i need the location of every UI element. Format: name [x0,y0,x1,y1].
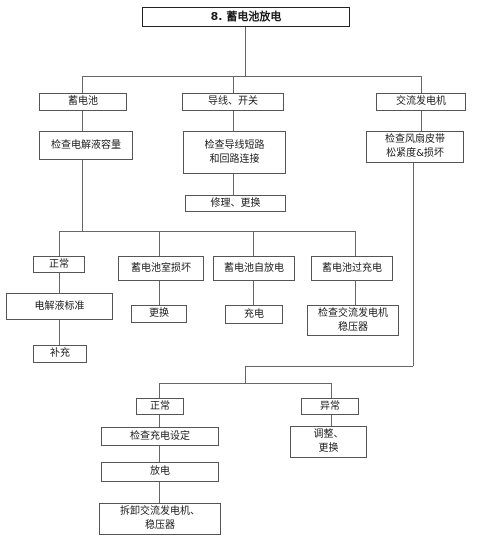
node-remove-alternator-regulator: 拆卸交流发电机、 稳压器 [99,503,221,535]
node-check-wire-short: 检查导线短路 和回路连接 [183,131,286,174]
connector [331,383,332,398]
connector [159,383,160,398]
connector [59,320,60,345]
node-repair-replace: 修理、更换 [185,195,286,212]
node-charge: 充电 [225,305,283,324]
node-check-charge-setting: 检查充电设定 [101,427,219,446]
connector [245,366,246,383]
node-check-electrolyte: 检查电解液容量 [39,131,133,160]
connector [253,231,254,256]
connector [159,415,160,427]
connector [421,76,422,93]
connector [82,76,421,77]
connector [233,76,234,93]
node-alternator: 交流发电机 [376,93,466,111]
connector [245,366,413,367]
connector [233,174,234,195]
node-battery-overcharge: 蓄电池过充电 [311,256,393,281]
node-electrolyte-standard: 电解液标准 [6,293,113,320]
connector [159,482,160,503]
node-wire-switch: 导线、开关 [182,93,284,111]
node-discharge: 放电 [101,462,219,482]
connector [59,273,60,293]
connector [245,26,246,76]
node-normal-1: 正常 [33,256,85,273]
connector [82,76,83,93]
connector [82,111,83,131]
connector [82,160,83,231]
connector [233,111,234,131]
node-battery: 蓄电池 [39,93,127,111]
connector [355,231,356,256]
node-adjust-replace: 调整、 更换 [290,426,367,458]
connector [159,281,160,305]
node-abnormal: 异常 [301,398,359,415]
connector [159,231,160,256]
connector [421,111,422,131]
connector [59,231,60,256]
connector [413,160,414,366]
node-normal-2: 正常 [136,398,184,415]
connector [331,415,332,426]
connector [253,281,254,305]
connector [355,281,356,305]
node-check-alternator-regulator: 检查交流发电机 稳压器 [307,305,399,336]
connector [59,231,355,232]
connector [159,383,331,384]
node-replenish: 补充 [33,345,87,363]
title-box: 8. 蓄电池放电 [142,7,350,27]
node-replace: 更换 [131,305,187,323]
connector [159,446,160,462]
node-battery-room-damaged: 蓄电池室损坏 [118,256,204,281]
node-check-fan-belt: 检查风扇皮带 松紧度&损坏 [366,131,464,163]
node-battery-self-discharge: 蓄电池自放电 [213,256,295,281]
